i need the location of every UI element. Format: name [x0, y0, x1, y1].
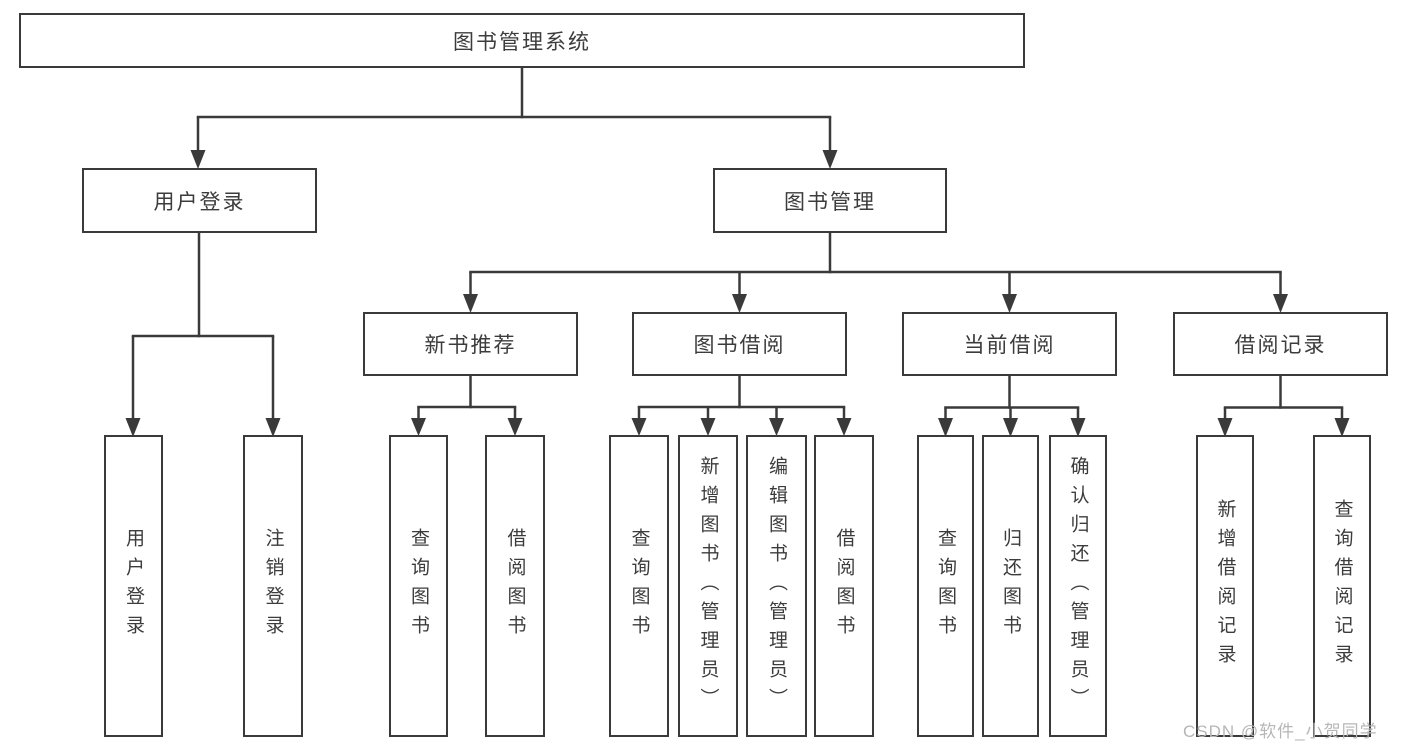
leaf-borrow-query: 查询图书	[609, 435, 669, 737]
leaf-borrow-book-label: 借阅图书	[833, 528, 855, 644]
connector-book-borrow-to-leaves	[631, 375, 852, 436]
leaf-return-book: 归还图书	[982, 435, 1039, 737]
connector-new-book-to-leaves	[411, 375, 523, 436]
leaf-user-login: 用户登录	[104, 435, 163, 737]
leaf-return-book-label: 归还图书	[1000, 528, 1021, 644]
leaf-add-book-admin: 新增图书（管理员）	[678, 435, 738, 737]
node-book-borrow-label: 图书借阅	[693, 334, 786, 357]
leaf-query-borrow-record: 查询借阅记录	[1313, 435, 1371, 737]
node-current-borrow: 当前借阅	[902, 312, 1117, 376]
node-book-management: 图书管理	[713, 168, 947, 233]
node-user-login: 用户登录	[82, 168, 317, 233]
leaf-borrow-query-label: 查询图书	[628, 528, 650, 644]
leaf-newbook-query: 查询图书	[389, 435, 448, 737]
leaf-edit-book-admin-label: 编辑图书（管理员）	[766, 455, 787, 717]
leaf-logout: 注销登录	[243, 435, 303, 737]
connector-current-borrow-to-leaves	[938, 375, 1086, 437]
node-current-borrow-label: 当前借阅	[963, 334, 1056, 357]
leaf-newbook-query-label: 查询图书	[408, 528, 429, 644]
node-book-borrow: 图书借阅	[632, 312, 847, 376]
node-new-book-recommend-label: 新书推荐	[424, 334, 517, 357]
leaf-confirm-return-admin-label: 确认归还（管理员）	[1067, 455, 1089, 717]
leaf-logout-label: 注销登录	[262, 528, 284, 644]
connector-user-login-to-leaves	[125, 232, 281, 437]
node-user-login-label: 用户登录	[153, 190, 246, 214]
node-borrow-record: 借阅记录	[1173, 312, 1388, 376]
node-borrow-record-label: 借阅记录	[1234, 334, 1327, 357]
node-root-label: 图书管理系统	[453, 30, 591, 54]
leaf-add-book-admin-label: 新增图书（管理员）	[697, 455, 719, 717]
node-book-management-label: 图书管理	[784, 190, 876, 214]
leaf-add-borrow-record: 新增借阅记录	[1196, 435, 1254, 737]
connector-borrow-record-to-leaves	[1217, 375, 1350, 437]
connector-book-mgmt-to-level3	[463, 232, 1288, 313]
leaf-query-borrow-record-label: 查询借阅记录	[1331, 499, 1353, 673]
leaf-add-borrow-record-label: 新增借阅记录	[1214, 499, 1236, 673]
connector-root-to-level2	[190, 67, 838, 169]
leaf-edit-book-admin: 编辑图书（管理员）	[746, 435, 807, 737]
leaf-current-query: 查询图书	[917, 435, 974, 737]
node-new-book-recommend: 新书推荐	[363, 312, 578, 376]
leaf-current-query-label: 查询图书	[935, 528, 956, 644]
leaf-borrow-book: 借阅图书	[814, 435, 874, 737]
leaf-confirm-return-admin: 确认归还（管理员）	[1049, 435, 1107, 737]
leaf-newbook-borrow-label: 借阅图书	[504, 528, 526, 644]
leaf-user-login-label: 用户登录	[123, 528, 144, 644]
csdn-watermark: CSDN @软件_小贺同学	[1183, 721, 1378, 741]
leaf-newbook-borrow: 借阅图书	[485, 435, 545, 737]
node-root-system: 图书管理系统	[19, 13, 1025, 68]
